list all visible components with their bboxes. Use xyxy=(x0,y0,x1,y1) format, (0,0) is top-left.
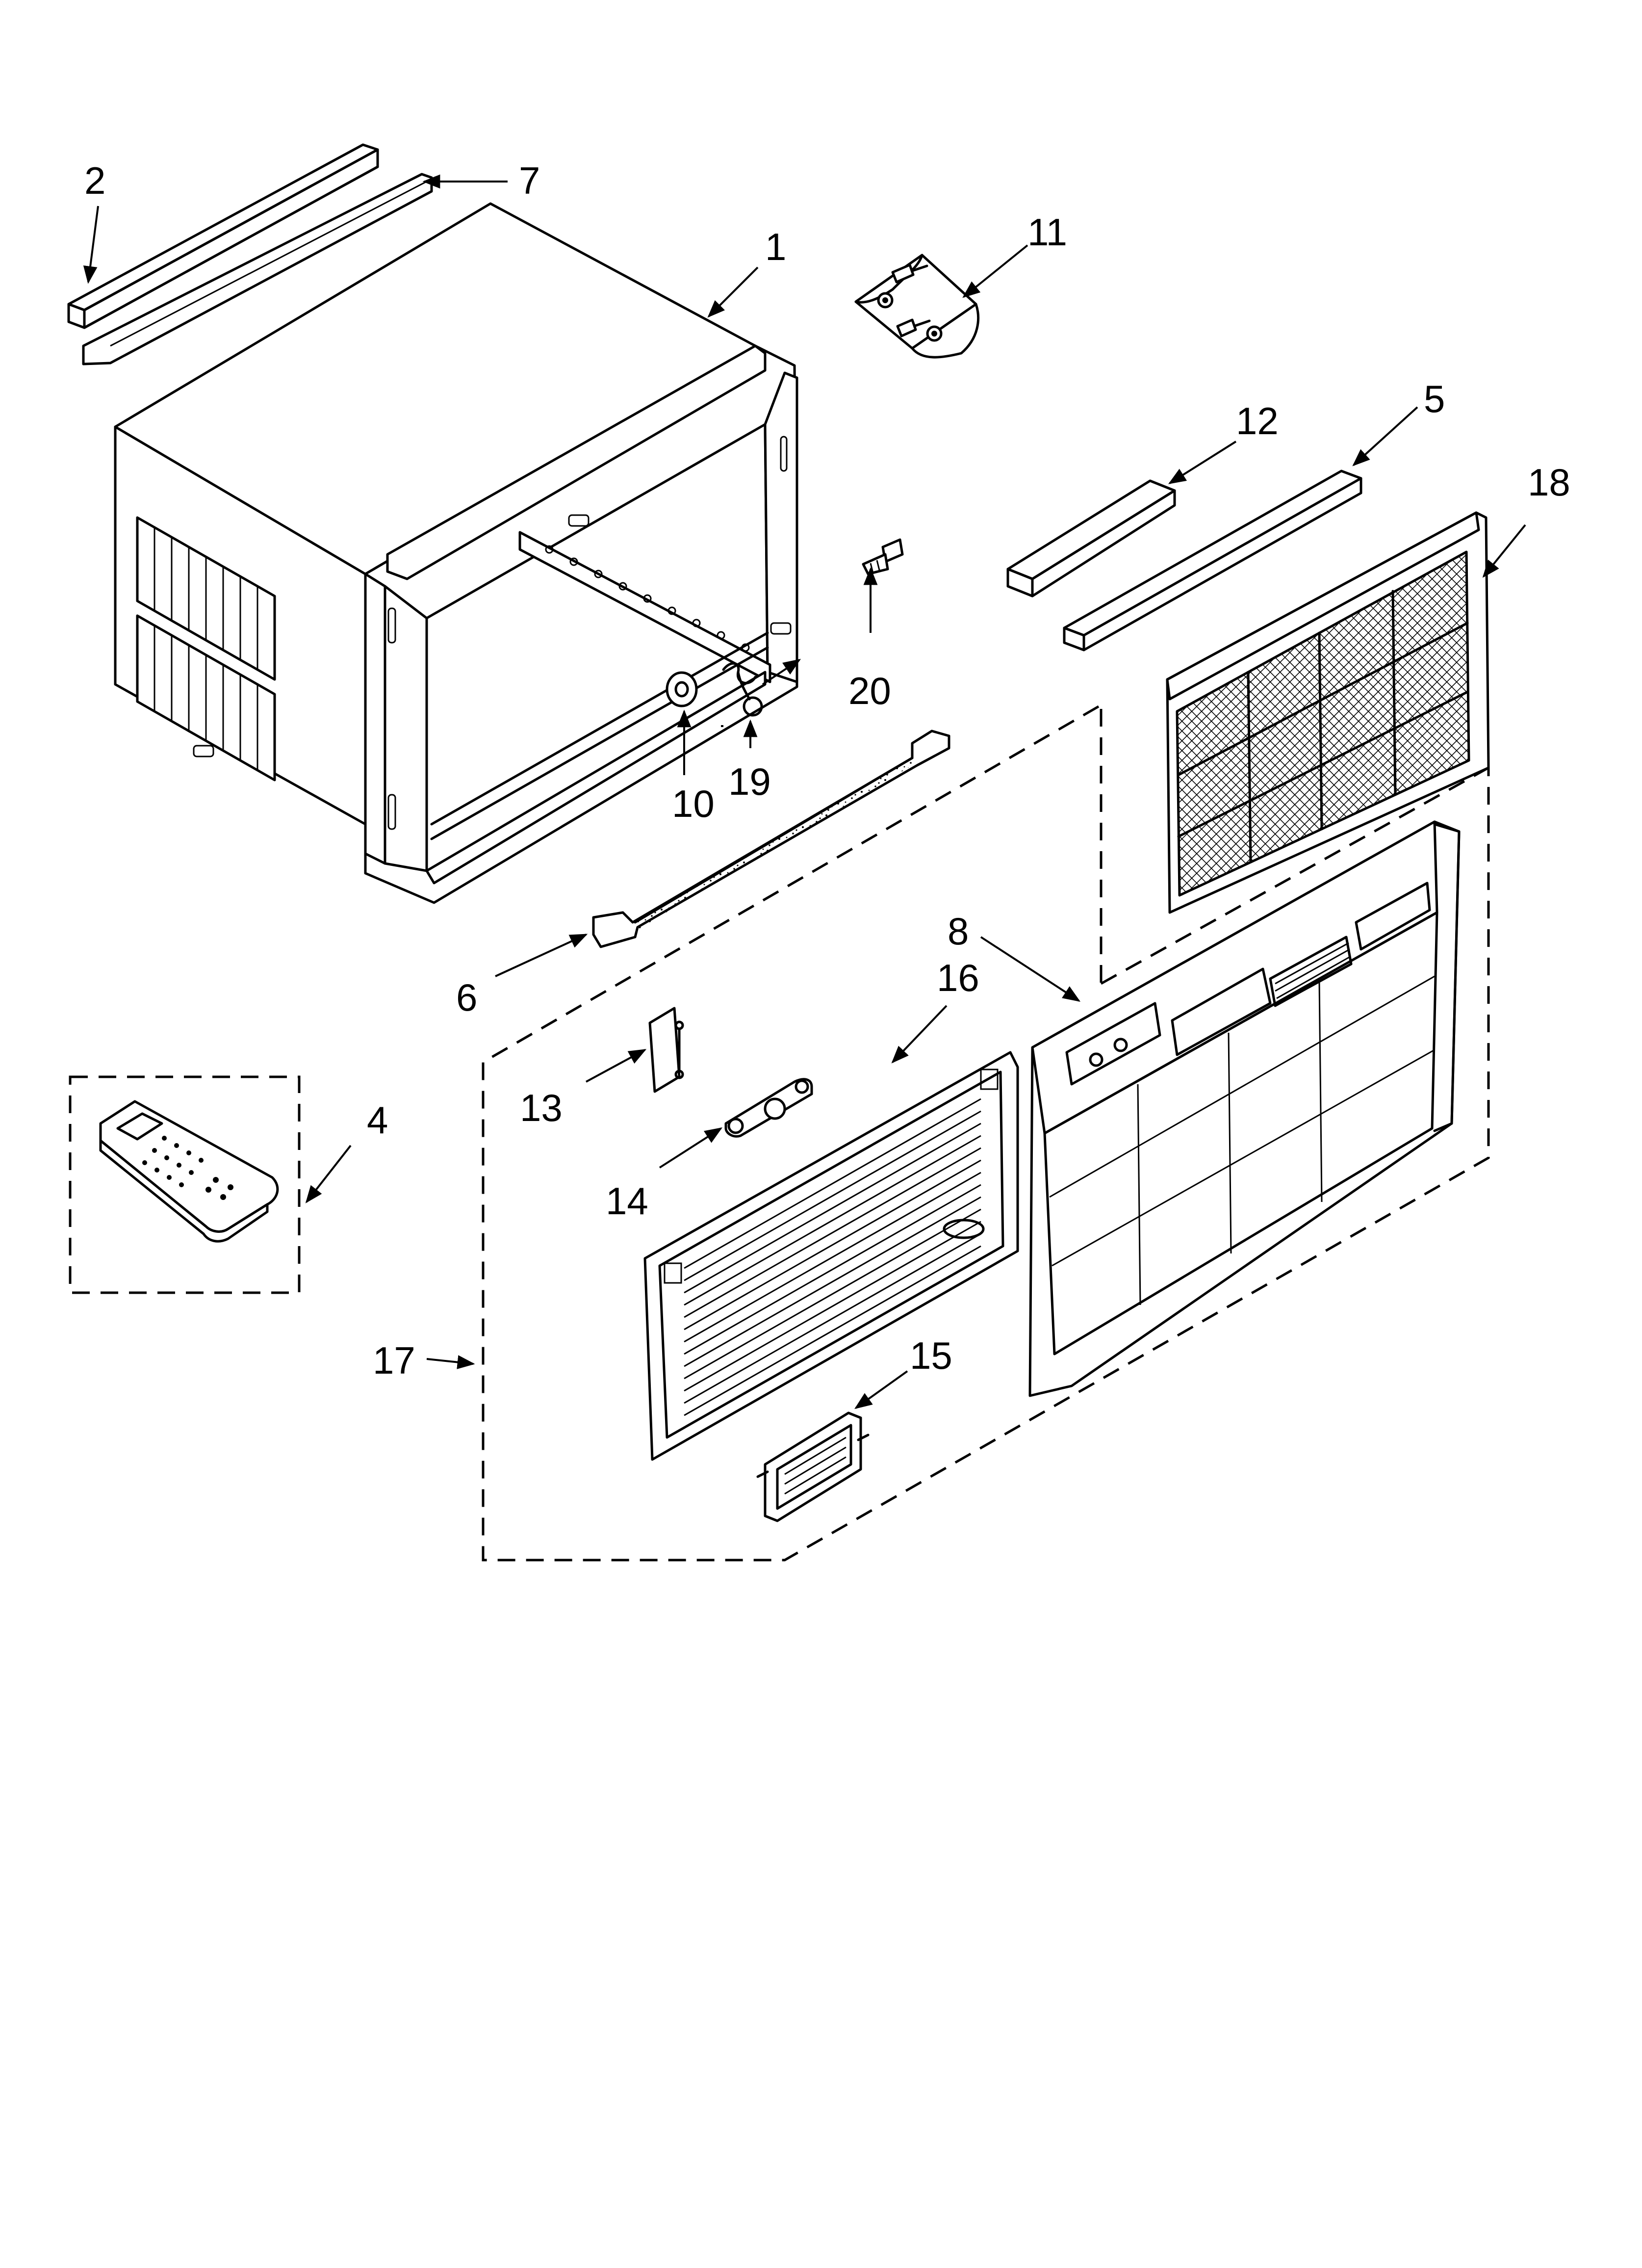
label-part-17: 17 xyxy=(373,1339,415,1382)
label-part-6: 6 xyxy=(456,976,477,1019)
remote-buttons xyxy=(142,1136,233,1200)
label-part-12: 12 xyxy=(1236,399,1279,443)
part-12-foam-block xyxy=(1006,479,1176,598)
part-10-grommet xyxy=(666,671,698,707)
part-4-dashed-box xyxy=(69,1075,301,1294)
part-8-front-panel xyxy=(1028,820,1461,1397)
label-part-5: 5 xyxy=(1424,377,1445,420)
part-4-remote-control xyxy=(99,1100,279,1243)
assembly-17-dashed-outline xyxy=(482,705,1490,1562)
part-13-clip xyxy=(648,1007,684,1093)
label-part-2: 2 xyxy=(84,159,105,202)
part-16-louvered-grille xyxy=(643,1051,1019,1461)
label-part-4: 4 xyxy=(367,1098,388,1142)
grille-louvers xyxy=(684,1098,981,1416)
part-20-screw xyxy=(862,538,904,575)
part-7-angle-strip xyxy=(82,173,433,365)
part-1-cabinet xyxy=(114,202,798,904)
label-part-7: 7 xyxy=(519,159,540,202)
part-5-foam-strip xyxy=(1063,469,1362,652)
label-part-10: 10 xyxy=(672,782,715,825)
part-14-pivot-link xyxy=(724,1078,813,1138)
label-part-8: 8 xyxy=(948,910,969,953)
label-part-15: 15 xyxy=(910,1334,952,1377)
cabinet-side-vents xyxy=(136,516,276,782)
part-2-seal-strip xyxy=(67,143,379,329)
label-part-14: 14 xyxy=(606,1179,648,1223)
part-6-foam-bar xyxy=(592,730,950,948)
label-part-18: 18 xyxy=(1528,461,1570,504)
label-part-1: 1 xyxy=(765,225,786,268)
panel-grid-cells xyxy=(1049,975,1435,1305)
leader-lines xyxy=(83,174,1526,1409)
label-part-16: 16 xyxy=(937,956,979,999)
label-part-20: 20 xyxy=(848,669,891,712)
part-number-labels: 2 7 1 11 12 5 18 20 10 19 6 8 16 13 14 4… xyxy=(84,159,1570,1382)
label-part-19: 19 xyxy=(728,760,771,803)
part-15-bracket xyxy=(756,1411,870,1522)
part-19-wire-tie xyxy=(722,662,763,717)
part-11-mounting-bracket xyxy=(854,254,980,359)
part-18-air-filter xyxy=(1166,511,1490,914)
label-part-11: 11 xyxy=(1027,210,1067,254)
label-part-13: 13 xyxy=(520,1086,563,1129)
